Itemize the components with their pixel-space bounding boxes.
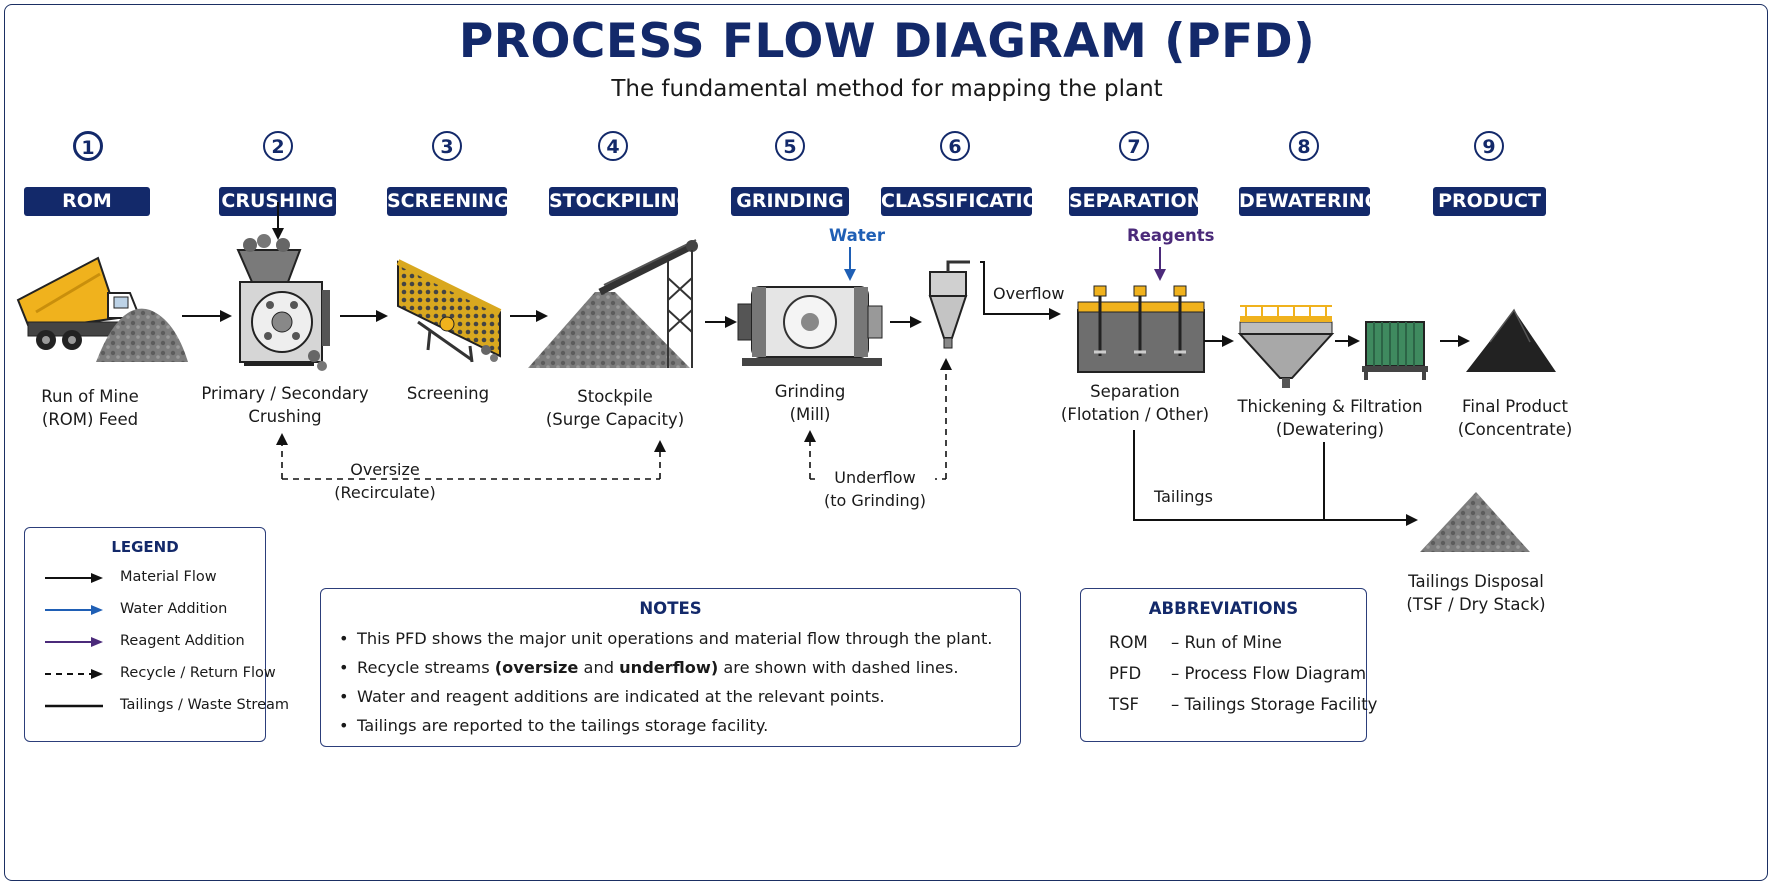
thickener-icon <box>1237 305 1335 388</box>
tailings-pile-icon <box>1420 492 1530 552</box>
note-item: Tailings are reported to the tailings st… <box>339 716 768 735</box>
water-label: Water <box>829 226 885 245</box>
note-item: Recycle streams (oversize and underflow)… <box>339 658 958 677</box>
stage-7-header: SEPARATION <box>1069 187 1203 216</box>
vibrating-screen-icon <box>396 259 502 363</box>
legend-item-material: Material Flow <box>25 566 295 590</box>
legend-item-recycle: Recycle / Return Flow <box>25 662 295 686</box>
crusher-icon <box>236 234 330 371</box>
ball-mill-icon <box>737 286 883 366</box>
stage-4-label: Stockpile(Surge Capacity) <box>545 387 685 429</box>
arrow-overflow-to-separation <box>980 261 1061 320</box>
abbreviations-box: ABBREVIATIONS ROM– Run of Mine PFD– Proc… <box>1080 588 1377 742</box>
stage-8-header: DEWATERING <box>1239 187 1380 216</box>
stage-5-label: Grinding(Mill) <box>774 382 846 424</box>
oversize-label: Oversize(Recirculate) <box>334 460 436 502</box>
stage-2-number: 2 <box>188 131 368 161</box>
stage-3-label: Screening <box>406 384 490 403</box>
abbreviation-row: ROM– Run of Mine <box>1109 633 1282 652</box>
hydrocyclone-icon <box>928 260 970 349</box>
flotation-cells-icon <box>1077 285 1205 373</box>
stage-7-number: 7 <box>1044 131 1224 161</box>
diagram-frame <box>4 4 1768 881</box>
abbreviation-row: PFD– Process Flow Diagram <box>1109 664 1367 683</box>
rom-truck-icon <box>16 256 188 362</box>
underflow-label: Underflow(to Grinding) <box>815 466 935 512</box>
abbreviation-row: TSF– Tailings Storage Facility <box>1109 695 1378 714</box>
tailings-stream-line <box>1133 430 1418 526</box>
overflow-label: Overflow <box>993 284 1065 303</box>
stage-9-header: PRODUCT <box>1433 187 1546 216</box>
legend-title: LEGEND <box>111 538 179 556</box>
abbreviations-title: ABBREVIATIONS <box>1148 599 1299 618</box>
legend-item-water: Water Addition <box>25 598 295 622</box>
stockpile-icon <box>528 239 698 368</box>
page-subtitle: The fundamental method for mapping the p… <box>611 76 1163 102</box>
legend-box: LEGEND Material Flow Water Addition Reag… <box>24 527 289 742</box>
stage-6-number: 6 <box>865 131 1045 161</box>
stage-3-number: 3 <box>357 131 537 161</box>
tailings-label: Tailings <box>1154 487 1213 506</box>
note-item: This PFD shows the major unit operations… <box>339 629 992 648</box>
filter-press-icon <box>1362 321 1428 380</box>
legend-item-reagent: Reagent Addition <box>25 630 295 654</box>
stage-6-header: CLASSIFICATION <box>881 187 1055 216</box>
stage-4-header: STOCKPILING <box>549 187 692 216</box>
reagents-label: Reagents <box>1127 226 1215 245</box>
notes-title: NOTES <box>639 599 702 618</box>
stage-1-number: 1 <box>0 131 178 161</box>
note-item: Water and reagent additions are indicate… <box>339 687 885 706</box>
stage-1-label: Run of Mine(ROM) Feed <box>41 387 139 429</box>
stage-5-number: 5 <box>700 131 880 161</box>
stage-9-label: Final Product(Concentrate) <box>1457 397 1573 439</box>
stage-7-label: Separation(Flotation / Other) <box>1060 382 1210 424</box>
legend-item-tailings: Tailings / Waste Stream <box>45 697 290 713</box>
stage-5-header: GRINDING <box>731 187 849 216</box>
stage-8-label: Thickening & Filtration(Dewatering) <box>1237 397 1423 439</box>
tailings-disposal-label: Tailings Disposal(TSF / Dry Stack) <box>1406 572 1546 614</box>
notes-box: NOTES This PFD shows the major unit oper… <box>320 588 1021 747</box>
final-product-pile-icon <box>1466 310 1556 372</box>
stage-9-number: 9 <box>1399 131 1579 161</box>
page-title: PROCESS FLOW DIAGRAM (PFD) <box>458 14 1316 69</box>
stage-4-number: 4 <box>523 131 703 161</box>
stage-8-number: 8 <box>1214 131 1394 161</box>
stage-1-header: ROM <box>24 187 150 216</box>
stage-3-header: SCREENING <box>387 187 510 216</box>
